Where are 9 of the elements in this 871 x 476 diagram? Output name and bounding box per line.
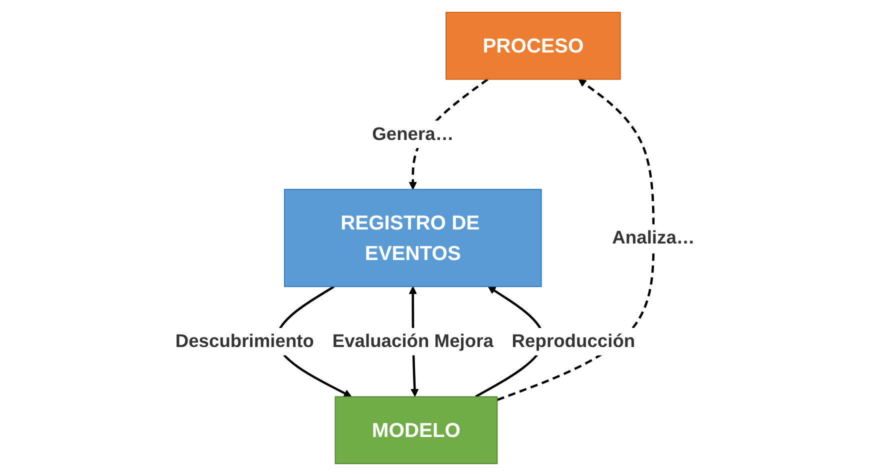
arrow [497,78,656,402]
node-box: MODELO [335,396,498,464]
edge-label: Analiza… [612,228,696,248]
edge-label: Genera… [372,124,454,144]
edge-label: Evaluación Mejora [332,332,494,352]
node-box: REGISTRO DE EVENTOS [284,188,542,288]
edge-label: Descubrimiento [176,332,314,352]
node-box: PROCESO [446,12,622,80]
edge-label: Reproducción [512,332,636,352]
